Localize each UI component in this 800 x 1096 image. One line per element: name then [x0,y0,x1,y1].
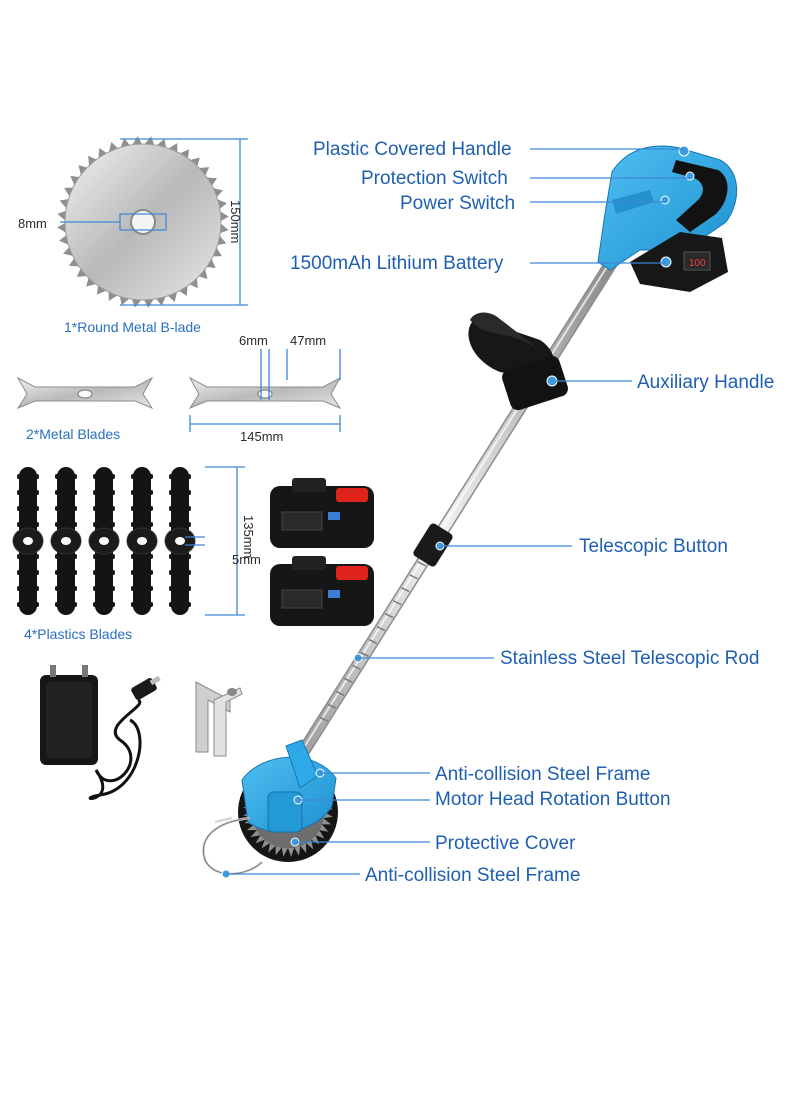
charger-icon [40,665,161,801]
metal-blades-caption: 2*Metal Blades [26,426,121,442]
telescopic-rod [291,255,619,767]
saw-hole-dimension: 8mm [18,216,47,231]
saw-blade-caption: 1*Round Metal B-lade [64,319,201,335]
metal-blade-tip-dimension: 47mm [290,333,327,348]
plastic-blade-hole-dimension: 5mm [232,552,261,567]
plastic-blade-icon [88,467,120,615]
metal-blade-icon [188,376,342,410]
label-motor-rotation: Motor Head Rotation Button [435,789,671,810]
auxiliary-handle [468,312,568,411]
hex-wrench-icon [195,681,243,757]
battery-pack-icon [270,556,374,626]
label-telescopic-button: Telescopic Button [579,536,728,557]
plastic-blades-caption: 4*Plastics Blades [24,626,133,642]
label-steel-frame-bottom: Anti-collision Steel Frame [365,865,581,886]
svg-text:100: 100 [689,258,706,269]
metal-blade-width-dimension: 145mm [240,429,284,444]
batteries-group [270,478,374,626]
plastic-blades-group [12,467,196,615]
saw-height-dimension: 150mm [228,200,243,244]
label-battery: 1500mAh Lithium Battery [290,253,504,274]
label-plastic-handle: Plastic Covered Handle [313,139,512,160]
plastic-blade-icon [50,467,82,615]
plastic-blade-icon [12,467,44,615]
metal-blade-icon [16,376,154,410]
plastic-blade-icon [164,467,196,615]
plastic-blade-dimension-lines [185,466,245,616]
plastic-blade-icon [126,467,158,615]
label-protection-switch: Protection Switch [361,168,508,189]
label-protective-cover: Protective Cover [435,833,576,854]
callout-lines [226,148,690,875]
metal-blade-dimension-lines [189,349,341,432]
label-auxiliary-handle: Auxiliary Handle [637,372,775,393]
label-telescopic-rod: Stainless Steel Telescopic Rod [500,648,760,669]
battery-pack-icon [270,478,374,548]
label-steel-frame-top: Anti-collision Steel Frame [435,764,651,785]
label-power-switch: Power Switch [400,193,516,214]
metal-blade-hole-dimension: 6mm [239,333,268,348]
tool-battery-icon: 100 [630,232,728,292]
saw-blade-icon [57,136,229,308]
saw-dimension-lines [60,138,248,306]
motor-head [202,739,338,879]
